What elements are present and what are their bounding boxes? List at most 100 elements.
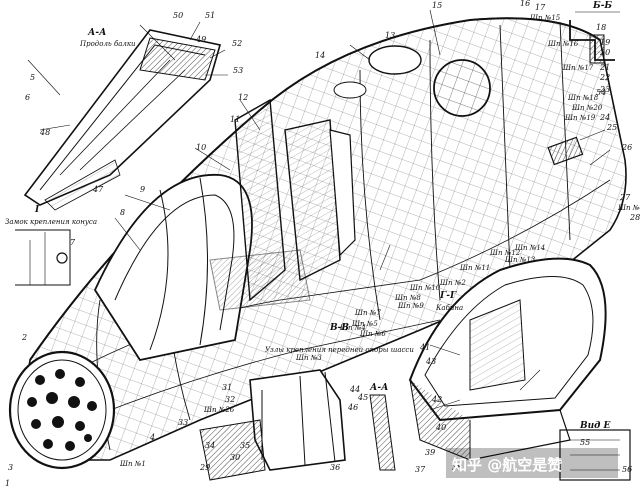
callout-54: 54 bbox=[596, 88, 606, 97]
frame-label: Шп №5 bbox=[351, 320, 378, 328]
callout-39: 39 bbox=[425, 448, 435, 457]
callout-5: 5 bbox=[30, 73, 35, 82]
callout-4: 4 bbox=[149, 433, 155, 442]
callout-26: 26 bbox=[621, 143, 632, 152]
callout-1: 1 bbox=[5, 479, 10, 488]
callout-13: 13 bbox=[385, 31, 395, 40]
callout-10: 10 bbox=[196, 143, 206, 152]
frame-label: Шп №20 bbox=[571, 104, 603, 112]
callout-31: 31 bbox=[222, 383, 232, 392]
callout-15: 15 bbox=[432, 1, 442, 10]
callout-30: 30 bbox=[230, 453, 240, 462]
watermark-backdrop bbox=[446, 448, 618, 478]
frame-label: Шп №18 bbox=[567, 94, 599, 102]
frame-label: Шп №17 bbox=[562, 64, 594, 72]
callout-37: 37 bbox=[415, 465, 426, 474]
leader-lines bbox=[27, 9, 611, 411]
section-gg: Г-Г bbox=[439, 291, 457, 301]
section-aa: А-А bbox=[87, 28, 106, 38]
lightening-holes bbox=[27, 369, 97, 451]
callout-40: 40 bbox=[435, 423, 446, 432]
frame-label: Шп №40 bbox=[617, 204, 640, 212]
frame-label: Шп №1 bbox=[119, 460, 146, 468]
detail-vid-e bbox=[559, 429, 631, 481]
gear-bay bbox=[199, 369, 396, 481]
callout-47: 47 bbox=[92, 185, 104, 194]
frame-label: Шп №9 bbox=[397, 302, 424, 310]
callout-25: 25 bbox=[606, 123, 617, 132]
callout-49: 49 bbox=[195, 35, 206, 44]
callout-43: 43 bbox=[425, 357, 436, 366]
callout-6: 6 bbox=[25, 93, 30, 102]
callout-19: 19 bbox=[600, 38, 610, 47]
frame-label: Шп №6 bbox=[359, 330, 386, 338]
callout-12: 12 bbox=[238, 93, 248, 102]
caption-cabin: Кабина bbox=[435, 304, 463, 312]
frame-label: Шп №13 bbox=[504, 256, 536, 264]
callout-46: 46 bbox=[347, 403, 358, 412]
callout-55: 55 bbox=[580, 438, 590, 447]
frame-label: Шп №3 bbox=[295, 354, 322, 362]
frame-label: Шп №2 bbox=[439, 279, 466, 287]
caption-gear-cutouts: Узлы крепления передней опоры шасси bbox=[265, 346, 414, 354]
section-vid-e: Вид Е bbox=[579, 421, 611, 431]
callout-35: 35 bbox=[240, 441, 250, 450]
frame-label: Шп №12 bbox=[489, 249, 521, 257]
callout-22: 22 bbox=[599, 73, 610, 82]
callout-9: 9 bbox=[140, 185, 145, 194]
frame-label: Шп №11 bbox=[459, 264, 490, 272]
callout-52: 52 bbox=[232, 39, 242, 48]
callout-14: 14 bbox=[315, 51, 325, 60]
callout-27: 27 bbox=[619, 193, 631, 202]
frame-label: Шп №16 bbox=[547, 40, 579, 48]
watermark: 知乎 @航空是赞 bbox=[452, 456, 562, 474]
callout-29: 29 bbox=[199, 463, 210, 472]
section-bb: Б-Б bbox=[592, 1, 612, 11]
frame-label: Шп №15 bbox=[529, 14, 561, 22]
cabin-gg bbox=[408, 257, 607, 461]
callout-36: 36 bbox=[330, 463, 340, 472]
callout-3: 3 bbox=[8, 463, 13, 472]
callout-2: 2 bbox=[21, 333, 27, 342]
callout-33: 33 bbox=[178, 418, 188, 427]
section-a-a: А-А bbox=[369, 383, 388, 393]
callout-53: 53 bbox=[233, 66, 243, 75]
callout-21: 21 bbox=[599, 63, 610, 72]
callout-8: 8 bbox=[120, 208, 125, 217]
frame-label: Шп №7 bbox=[354, 309, 381, 317]
callout-45: 45 bbox=[357, 393, 368, 402]
callout-18: 18 bbox=[596, 23, 606, 32]
caption-aa: Продоль балки bbox=[79, 40, 136, 48]
top-hatches bbox=[333, 45, 584, 166]
callout-32: 32 bbox=[225, 395, 235, 404]
callout-51: 51 bbox=[205, 11, 215, 20]
callout-50: 50 bbox=[173, 11, 183, 20]
caption-tail-lock: Замок крепления конуса bbox=[5, 218, 97, 226]
callout-11: 11 bbox=[230, 115, 240, 124]
callout-24: 24 bbox=[599, 113, 610, 122]
callout-17: 17 bbox=[535, 3, 546, 12]
frame-label: Шп №14 bbox=[514, 244, 545, 252]
callout-42: 42 bbox=[431, 395, 442, 404]
callout-34: 34 bbox=[205, 441, 215, 450]
frame-label: Шп №19 bbox=[564, 114, 596, 122]
frame-label: Шп №26 bbox=[203, 406, 235, 414]
canopy bbox=[93, 174, 253, 362]
section-i: I bbox=[34, 205, 40, 215]
callout-16: 16 bbox=[520, 0, 530, 8]
frame-label: Шп №10 bbox=[409, 284, 441, 292]
callout-56: 56 bbox=[622, 465, 632, 474]
callout-20: 20 bbox=[599, 48, 610, 57]
nose-frame bbox=[8, 350, 116, 470]
callout-23: 23 bbox=[599, 85, 610, 94]
callout-41: 41 bbox=[419, 343, 430, 352]
frame-label: Шп №8 bbox=[394, 294, 421, 302]
detail-bb bbox=[569, 11, 620, 64]
callout-28: 28 bbox=[629, 213, 640, 222]
cockpit-bay bbox=[209, 98, 356, 311]
callout-38: 38 bbox=[452, 463, 462, 472]
detail-aa-beam bbox=[23, 29, 222, 211]
